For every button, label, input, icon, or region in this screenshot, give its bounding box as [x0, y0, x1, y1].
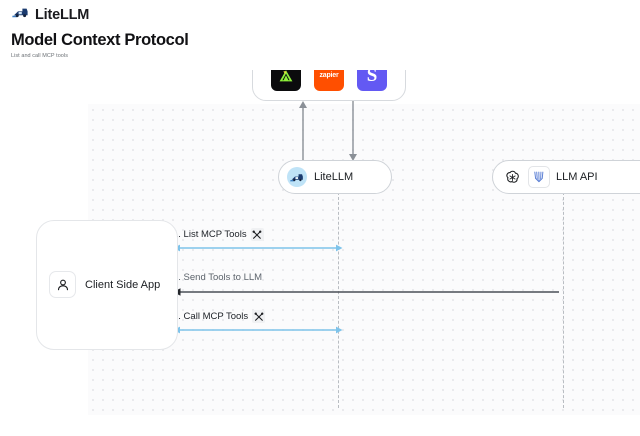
message-2-label: 2. Send Tools to LLM: [173, 272, 263, 283]
brand[interactable]: LiteLLM: [12, 6, 89, 24]
tools-to-litellm-up-arrow: [298, 100, 308, 167]
page-header: LiteLLM Model Context Protocol List and …: [0, 0, 640, 70]
node-llm-api-label: LLM API: [556, 171, 598, 183]
node-client-side-app-content: Client Side App: [49, 271, 160, 298]
canvas-left-mask: [0, 0, 88, 436]
node-client-side-app-label: Client Side App: [85, 278, 161, 291]
wrench-tools-icon: [250, 228, 264, 241]
node-litellm[interactable]: LiteLLM: [278, 160, 392, 194]
node-llm-api[interactable]: LLM API: [492, 160, 640, 194]
node-litellm-label: LiteLLM: [314, 171, 354, 183]
node-client-side-app[interactable]: Client Side App: [36, 220, 178, 350]
canvas-bottom-mask: [0, 415, 640, 436]
litellm-truck-logo-icon: [12, 6, 29, 24]
litellm-logo-icon: [287, 167, 307, 187]
tool-icon-zapier-label: zapier: [319, 72, 339, 79]
page-title: Model Context Protocol: [11, 31, 189, 49]
message-1-label: 1. List MCP Tools: [173, 228, 264, 241]
user-person-icon: [49, 271, 76, 298]
page-subtitle: List and call MCP tools: [11, 53, 68, 59]
anthropic-logo-icon: [528, 166, 550, 188]
brand-name: LiteLLM: [35, 7, 90, 23]
lifeline-llm-api: [563, 192, 564, 408]
wrench-tools-icon: [252, 310, 266, 323]
tool-icon-purple-s-label: S: [366, 65, 378, 86]
openai-logo-icon: [502, 167, 522, 187]
litellm-to-tools-down-arrow: [348, 100, 358, 167]
message-3-label: 3. Call MCP Tools: [173, 310, 266, 323]
lifeline-litellm: [338, 192, 339, 408]
